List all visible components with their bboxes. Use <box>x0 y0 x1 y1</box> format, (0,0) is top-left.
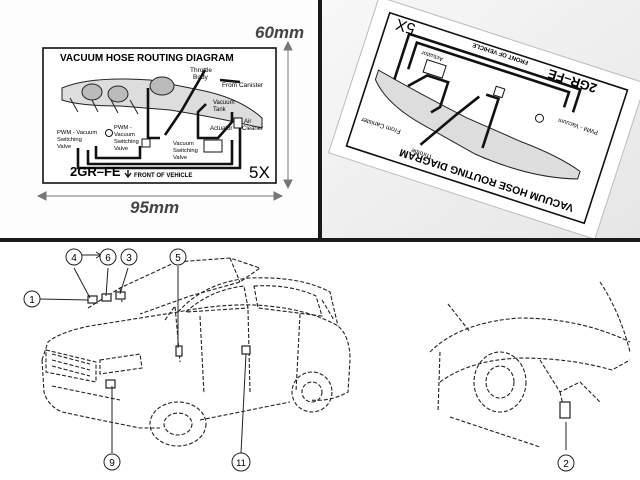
svg-text:11: 11 <box>236 458 246 469</box>
label-vac-tank-1: Vacuum <box>213 100 235 106</box>
dashboard-sketch <box>429 281 631 448</box>
panel-divider-vertical <box>318 0 322 240</box>
arrow-down-icon <box>124 170 132 179</box>
svg-text:6: 6 <box>105 253 111 264</box>
label-pwm1-3: Valve <box>57 144 71 150</box>
callout-6: 6 <box>99 248 117 266</box>
label-throttle: Throttle <box>190 67 212 74</box>
hose-routing <box>76 69 242 170</box>
svg-text:1: 1 <box>29 295 35 306</box>
label-actuator: Actuator <box>210 126 232 132</box>
valve-symbols <box>105 117 243 153</box>
engine-manifold-sketch <box>61 76 263 129</box>
callout-4: 4 <box>65 248 83 266</box>
label-pwm1-1: PWM - Vacuum <box>57 130 97 136</box>
sticker-photo-panel: VACUUM HOSE ROUTING DIAGRAM Throttle Fro… <box>322 0 640 238</box>
sticker-code: 5X <box>249 163 270 182</box>
callout-1: 1 <box>23 290 41 308</box>
panel-divider-horizontal <box>0 238 640 242</box>
rotated-sticker: VACUUM HOSE ROUTING DIAGRAM Throttle Fro… <box>327 0 640 238</box>
width-dimension <box>36 191 284 201</box>
engine-code: 2GR–FE <box>70 164 121 179</box>
vehicle-location-panel: 1 4 6 3 5 9 11 <box>0 242 640 480</box>
label-vsv-3: Valve <box>173 155 187 161</box>
svg-text:2: 2 <box>563 459 569 470</box>
label-air-1: Air <box>244 119 251 125</box>
suv-wheels <box>149 371 333 447</box>
label-pwm2-1: PWM - <box>114 125 132 131</box>
suv-outline <box>41 257 351 429</box>
callout-9: 9 <box>103 453 121 471</box>
svg-text:4: 4 <box>71 253 77 264</box>
svg-text:5: 5 <box>175 253 181 264</box>
sticker-dimension-panel: VACUUM HOSE ROUTING DIAGRAM Throttle Bod… <box>0 0 318 238</box>
height-label: 60mm <box>255 23 304 42</box>
label-pwm1-2: Switching <box>57 137 82 143</box>
label-pwm2-4: Valve <box>114 146 128 152</box>
label-vsv-1: Vacuum <box>173 141 194 147</box>
sticker-dimension-figure: VACUUM HOSE ROUTING DIAGRAM Throttle Bod… <box>36 23 304 217</box>
label-vsv-2: Switching <box>173 148 198 154</box>
width-label: 95mm <box>130 198 179 217</box>
callout-5: 5 <box>169 248 187 266</box>
label-canister: From Canister <box>222 82 264 89</box>
callout-2: 2 <box>557 454 575 472</box>
front-of-vehicle: FRONT OF VEHICLE <box>134 173 192 179</box>
callout-3: 3 <box>120 248 138 266</box>
svg-text:9: 9 <box>109 458 115 469</box>
callout-11: 11 <box>231 452 251 472</box>
component-marks <box>87 291 251 389</box>
leader-lines <box>39 251 567 454</box>
component-mark-2 <box>559 401 571 419</box>
vehicle-location-figure: 1 4 6 3 5 9 11 <box>23 248 631 472</box>
svg-text:3: 3 <box>126 253 132 264</box>
sticker-title: VACUUM HOSE ROUTING DIAGRAM <box>60 53 234 64</box>
height-dimension <box>283 40 293 190</box>
label-pwm2-3: Switching <box>114 139 139 145</box>
photo-sticker-code: 5X <box>393 15 417 37</box>
sticker-photo: VACUUM HOSE ROUTING DIAGRAM Throttle Fro… <box>322 0 640 238</box>
label-pwm2-2: Vacuum <box>114 132 135 138</box>
label-air-2: Cleaner <box>242 126 263 132</box>
label-vac-tank-2: Tank <box>213 107 227 113</box>
